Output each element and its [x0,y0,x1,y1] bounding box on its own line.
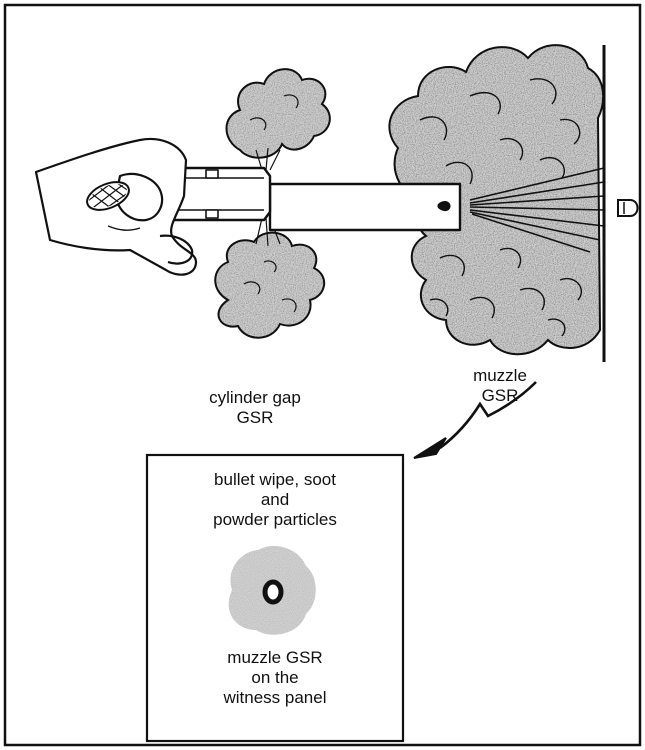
bullet-hole-icon [265,582,281,602]
muzzle-label-line-2: GSR [440,386,560,406]
bullet-shape [618,200,638,216]
panel-top-line-1: bullet wipe, soot [175,470,375,490]
cylinder-gap-label-line-2: GSR [170,408,340,428]
panel-top-caption: bullet wipe, soot and powder particles [175,470,375,530]
panel-bottom-line-2: on the [175,668,375,688]
muzzle-gsr-label: muzzle GSR [440,366,560,406]
panel-bottom-line-1: muzzle GSR [175,648,375,668]
revolver-barrel [270,184,460,230]
shooter-hand [36,139,196,275]
cylinder-gap-gsr-label: cylinder gap GSR [170,388,340,428]
cylinder-gap-label-line-1: cylinder gap [170,388,340,408]
panel-top-line-2: and [175,490,375,510]
panel-bottom-caption: muzzle GSR on the witness panel [175,648,375,708]
panel-bottom-line-3: witness panel [175,688,375,708]
panel-top-line-3: powder particles [175,510,375,530]
muzzle-label-line-1: muzzle [440,366,560,386]
